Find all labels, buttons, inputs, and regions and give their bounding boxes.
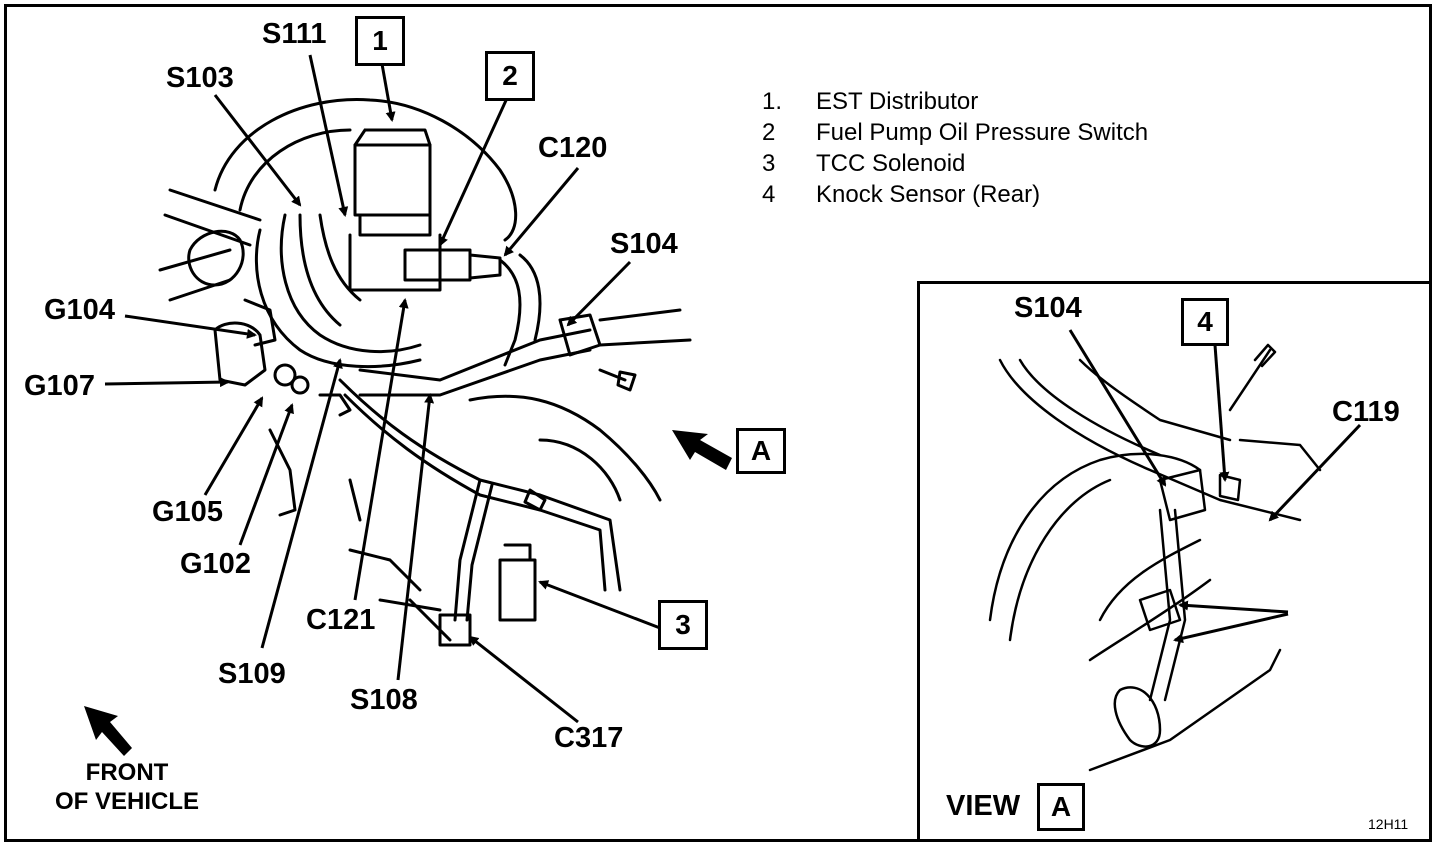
legend-number: 3 (762, 149, 776, 177)
callout-s111: S111 (262, 18, 327, 50)
legend: 1. EST Distributor 2 Fuel Pump Oil Pressur… (762, 86, 1148, 210)
view-a-box: A (1037, 783, 1085, 831)
legend-item: 3 TCC Solenoid (762, 148, 1148, 179)
legend-text: EST Distributor (816, 87, 979, 115)
legend-item: 4 Knock Sensor (Rear) (762, 179, 1148, 210)
view-a-inset (917, 281, 1432, 842)
front-of-vehicle-label: FRONT OF VEHICLE (44, 758, 210, 816)
legend-item: 2 Fuel Pump Oil Pressure Switch (762, 117, 1148, 148)
legend-number: 1. (762, 87, 783, 115)
front-label-line-1: FRONT (85, 759, 169, 786)
view-label: VIEW (946, 790, 1021, 822)
front-label-line-2: OF VEHICLE (54, 788, 199, 815)
legend-item: 1. EST Distributor (762, 86, 1148, 117)
callout-s104: S104 (610, 228, 678, 260)
figure-id: 12H11 (1368, 816, 1409, 832)
view-a-pointer-box: A (736, 428, 786, 474)
callout-box-4: 4 (1181, 298, 1229, 346)
callout-g102: G102 (180, 548, 251, 580)
callout-box-3: 3 (658, 600, 708, 650)
callout-inset-s104: S104 (1014, 292, 1082, 324)
callout-c119: C119 (1332, 396, 1400, 428)
legend-number: 2 (762, 118, 776, 146)
callout-g107: G107 (24, 370, 95, 402)
callout-box-1: 1 (355, 16, 405, 66)
callout-g104: G104 (44, 294, 115, 326)
legend-text: Fuel Pump Oil Pressure Switch (816, 118, 1149, 146)
callout-c317: C317 (554, 722, 624, 754)
legend-text: Knock Sensor (Rear) (816, 180, 1041, 208)
callout-g105: G105 (152, 496, 223, 528)
legend-number: 4 (762, 180, 776, 208)
callout-s103: S103 (166, 62, 234, 94)
callout-s108: S108 (350, 684, 418, 716)
legend-text: TCC Solenoid (816, 149, 966, 177)
callout-c121: C121 (306, 604, 376, 636)
callout-c120: C120 (538, 132, 608, 164)
callout-box-2: 2 (485, 51, 535, 101)
callout-s109: S109 (218, 658, 286, 690)
